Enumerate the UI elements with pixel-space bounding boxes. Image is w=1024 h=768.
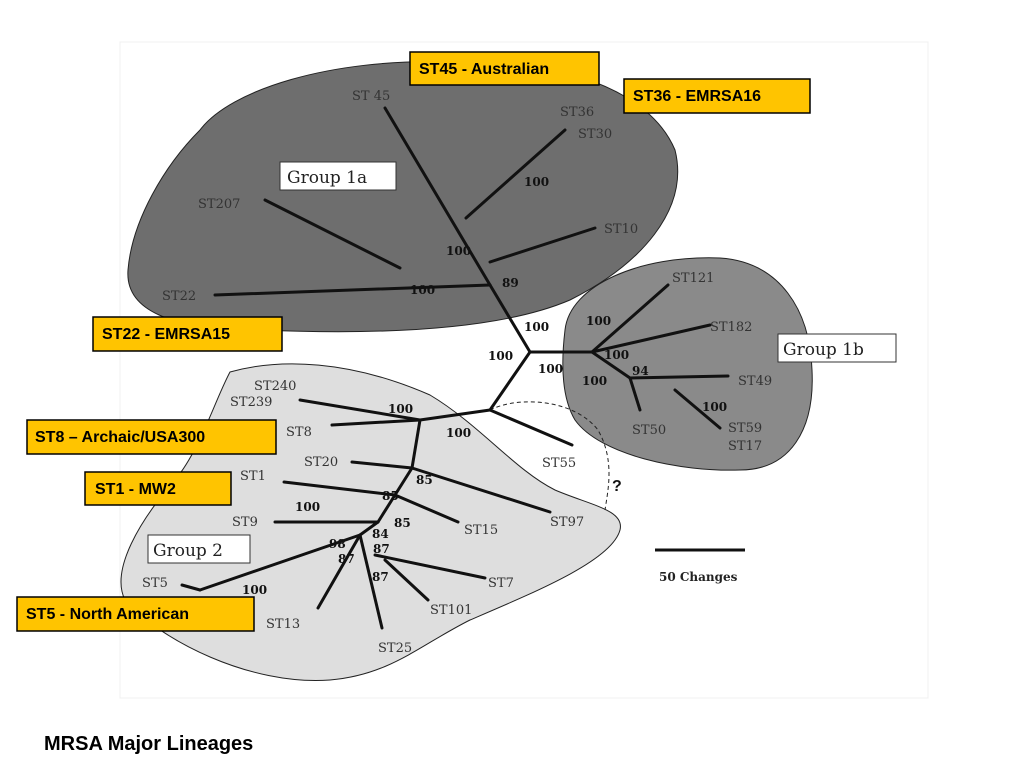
taxon-st13: ST13 <box>266 617 300 632</box>
bootstrap-value: 100 <box>446 244 471 258</box>
bootstrap-values: 100 100 89 100 100 100 100 100 100 94 10… <box>242 175 727 597</box>
taxon-st50: ST50 <box>632 423 666 438</box>
bootstrap-value: 100 <box>295 500 320 514</box>
tree-branches <box>180 106 730 630</box>
bootstrap-value: 87 <box>338 552 355 566</box>
callout-st36-label: ST36 - EMRSA16 <box>633 88 761 105</box>
callout-st45-label: ST45 - Australian <box>419 61 549 78</box>
taxon-st207: ST207 <box>198 197 240 212</box>
taxon-st9: ST9 <box>232 515 258 530</box>
bootstrap-value: 94 <box>632 364 649 378</box>
taxon-st8: ST8 <box>286 425 312 440</box>
taxon-st240: ST240 <box>254 379 296 394</box>
bootstrap-value: 100 <box>524 175 549 189</box>
taxon-st5: ST5 <box>142 576 168 591</box>
callout-st45: ST45 - Australian <box>409 51 600 86</box>
callout-st8: ST8 – Archaic/USA300 <box>26 419 277 455</box>
bootstrap-value: 85 <box>382 489 399 503</box>
callout-st1-label: ST1 - MW2 <box>95 481 176 498</box>
taxon-st36: ST36 <box>560 105 594 120</box>
group-1a-label: Group 1a <box>287 168 367 188</box>
group-label-1b: Group 1b <box>777 333 897 363</box>
bootstrap-value: 100 <box>586 314 611 328</box>
callout-st36: ST36 - EMRSA16 <box>623 78 811 114</box>
bootstrap-value: 85 <box>394 516 411 530</box>
group-label-2: Group 2 <box>147 534 251 564</box>
taxon-st239: ST239 <box>230 395 272 410</box>
caption: MRSA Major Lineages <box>44 733 254 755</box>
bootstrap-value: 85 <box>416 473 433 487</box>
taxon-st101: ST101 <box>430 603 472 618</box>
taxon-st22: ST22 <box>162 289 196 304</box>
bootstrap-value: 100 <box>582 374 607 388</box>
callout-st1: ST1 - MW2 <box>84 471 232 506</box>
callout-st5-label: ST5 - North American <box>26 606 189 623</box>
taxon-st10: ST10 <box>604 222 638 237</box>
taxon-st25: ST25 <box>378 641 412 656</box>
callout-st22-label: ST22 - EMRSA15 <box>102 326 230 343</box>
bootstrap-value: 100 <box>446 426 471 440</box>
taxon-st20: ST20 <box>304 455 338 470</box>
bootstrap-value: 100 <box>524 320 549 334</box>
taxon-st15: ST15 <box>464 523 498 538</box>
bootstrap-value: 100 <box>388 402 413 416</box>
taxon-st121: ST121 <box>672 271 714 286</box>
bootstrap-value: 89 <box>502 276 519 290</box>
taxon-st59: ST59 <box>728 421 762 436</box>
bootstrap-value: 100 <box>488 349 513 363</box>
group-label-1a: Group 1a <box>279 161 397 191</box>
taxon-st1: ST1 <box>240 469 266 484</box>
taxon-st182: ST182 <box>710 320 752 335</box>
taxon-st97: ST97 <box>550 515 584 530</box>
bootstrap-value: 98 <box>329 537 346 551</box>
bootstrap-value: 100 <box>702 400 727 414</box>
callout-st22: ST22 - EMRSA15 <box>92 316 283 352</box>
bootstrap-value: 100 <box>410 283 435 297</box>
taxon-st7: ST7 <box>488 576 514 591</box>
bootstrap-value: 100 <box>604 348 629 362</box>
uncertain-boundary <box>489 401 610 511</box>
group-1b-region <box>562 257 813 471</box>
bootstrap-value: 100 <box>538 362 563 376</box>
callout-st8-label: ST8 – Archaic/USA300 <box>35 429 205 446</box>
taxon-st45: ST 45 <box>352 89 390 104</box>
bootstrap-value: 87 <box>372 570 389 584</box>
group-2-label: Group 2 <box>153 541 223 561</box>
bootstrap-value: 100 <box>242 583 267 597</box>
bootstrap-value: 87 <box>373 542 390 556</box>
group-1b-label: Group 1b <box>783 340 864 360</box>
callout-st5: ST5 - North American <box>16 596 255 632</box>
taxon-st49: ST49 <box>738 374 772 389</box>
taxon-st55: ST55 <box>542 456 576 471</box>
scale-bar-label: 50 Changes <box>659 570 738 584</box>
taxon-st17: ST17 <box>728 439 762 454</box>
bootstrap-value: 84 <box>372 527 389 541</box>
unknown-marker: ? <box>612 478 622 495</box>
taxon-st30: ST30 <box>578 127 612 142</box>
taxon-labels: ST 45 ST36 ST30 ST10 ST207 ST22 ST121 ST… <box>142 89 772 656</box>
